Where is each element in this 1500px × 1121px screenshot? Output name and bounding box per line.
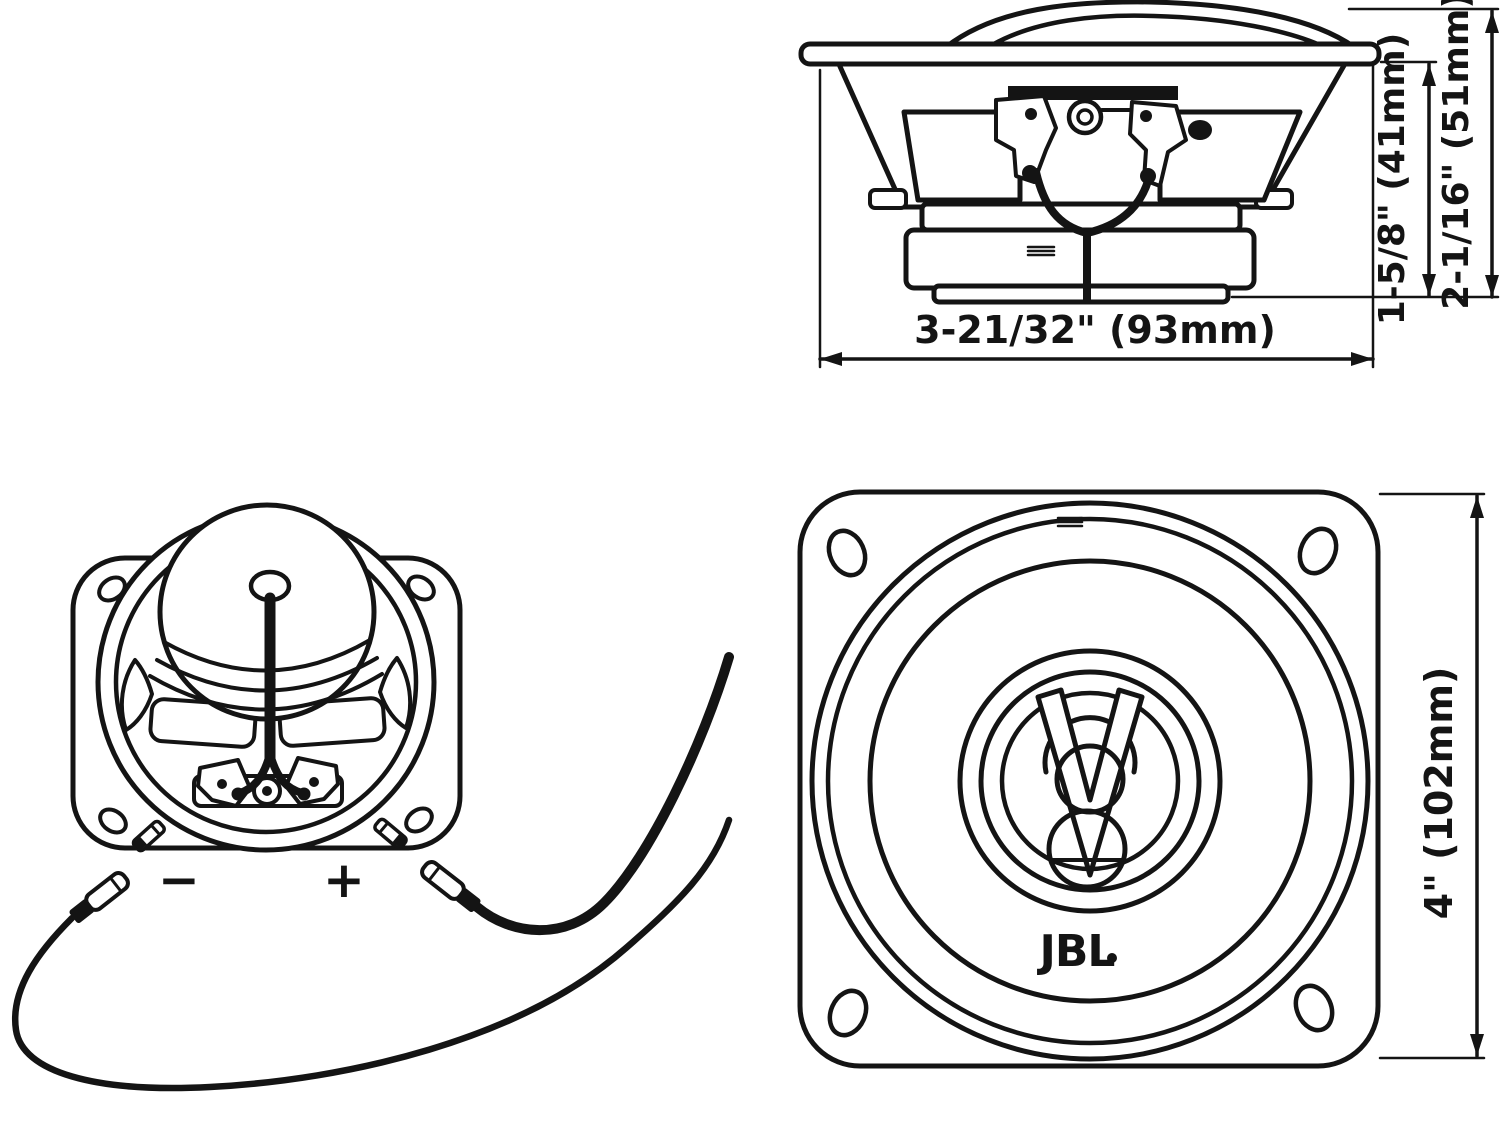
arrowhead xyxy=(1470,1034,1484,1056)
spade-connector xyxy=(420,860,481,913)
side-bottom-plate xyxy=(931,283,1231,305)
rear-bracket-hole xyxy=(217,779,227,789)
mounting-hole xyxy=(97,575,127,603)
rear-screw-center xyxy=(262,786,272,796)
mounting-hole xyxy=(406,574,436,602)
mounting-hole xyxy=(98,807,128,835)
side-screw xyxy=(1066,98,1104,136)
side-mounting-flange xyxy=(798,41,1382,67)
spade-connector xyxy=(69,871,130,924)
front-size-label: 4" (102mm) xyxy=(1417,667,1461,920)
rear-terminal-tab xyxy=(131,819,166,853)
arrowhead xyxy=(1470,496,1484,518)
arrowhead xyxy=(1485,275,1499,297)
harness-wire-twisted xyxy=(472,652,734,936)
front-gasket-ring xyxy=(825,516,1355,1046)
emblem-mid-ring xyxy=(978,669,1202,893)
side-basket-window xyxy=(901,109,1023,203)
mounting-hole xyxy=(1293,983,1335,1033)
side-view xyxy=(798,0,1382,305)
negative-terminal-label: − xyxy=(158,851,200,909)
side-dome xyxy=(943,0,1357,50)
emblem-outer-ring xyxy=(957,648,1223,914)
front-gasket-ring xyxy=(809,500,1371,1062)
arrowhead xyxy=(1422,64,1436,86)
emblem-dome-arc xyxy=(1042,715,1138,775)
part-mark xyxy=(1026,245,1056,257)
harness-wire-thin xyxy=(11,816,733,1092)
side-terminal-lug xyxy=(1188,120,1212,140)
mounting-hole xyxy=(826,528,868,578)
arrowhead xyxy=(1485,11,1499,33)
side-basket-foot xyxy=(868,188,908,210)
side-terminal-bracket xyxy=(1128,100,1188,188)
side-view-dimensions: 3-21/32" (93mm) 1-5/8" (41mm) 2-1/16" (5… xyxy=(818,0,1500,369)
arrowhead xyxy=(1351,352,1373,366)
emblem-lower-circle xyxy=(1046,808,1128,890)
side-screw-center xyxy=(1076,108,1094,126)
mounting-hole xyxy=(404,806,434,834)
brand-logo-dot xyxy=(1107,953,1117,963)
front-view: JBL xyxy=(797,489,1381,1069)
positive-terminal-label: + xyxy=(323,851,365,909)
mounting-hole xyxy=(827,988,869,1038)
side-bracket-hole xyxy=(1025,108,1037,120)
side-bracket-hole xyxy=(1140,110,1152,122)
side-magnet xyxy=(903,227,1257,291)
side-mounting-depth-label: 1-5/8" (41mm) xyxy=(1372,33,1413,326)
brand-logo: JBL xyxy=(1037,926,1115,977)
side-top-plate xyxy=(919,201,1243,233)
side-dome-inner-line xyxy=(989,13,1323,48)
front-mounting-flange xyxy=(797,489,1381,1069)
front-surround-ring xyxy=(867,558,1313,1004)
part-mark xyxy=(1056,516,1084,528)
side-terminal-bar xyxy=(1008,86,1178,100)
rear-terminal-tab xyxy=(373,817,408,850)
rear-vent-cutout xyxy=(378,656,413,730)
front-view-dimensions: 4" (102mm) xyxy=(1378,492,1486,1060)
arrowhead xyxy=(820,352,842,366)
mounting-hole xyxy=(1297,526,1339,576)
rear-bracket-hole xyxy=(309,777,319,787)
rear-vent-cutout xyxy=(119,658,154,732)
side-width-label: 3-21/32" (93mm) xyxy=(914,308,1276,352)
rear-center-wire xyxy=(231,592,311,801)
side-terminal-bracket xyxy=(994,94,1058,184)
emblem-v-shape xyxy=(1035,687,1145,878)
side-overall-depth-label: 2-1/16" (51mm) xyxy=(1436,0,1477,310)
side-lead-wires xyxy=(1032,168,1154,304)
arrowhead xyxy=(1422,274,1436,296)
rear-view: − + xyxy=(11,502,734,1092)
